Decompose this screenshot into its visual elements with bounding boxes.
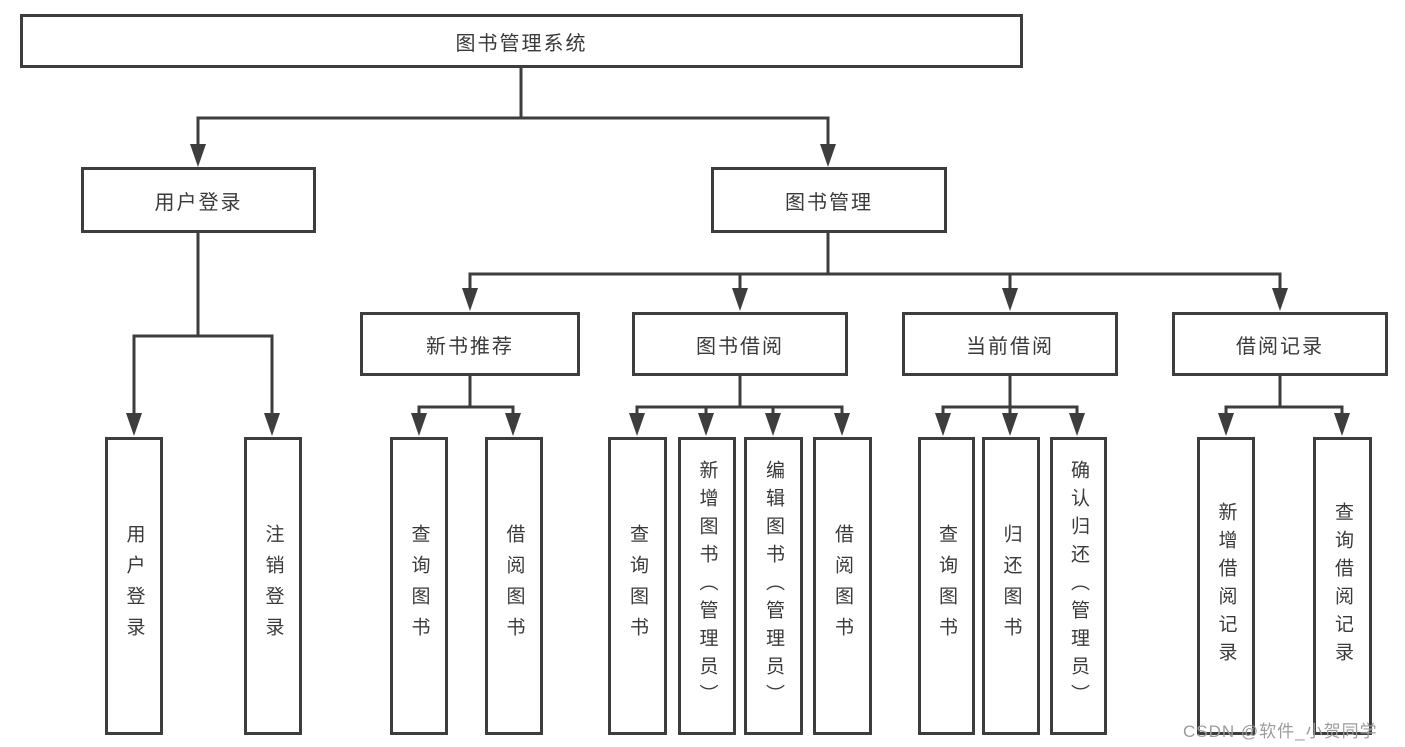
node-current-borrow: 当前借阅	[902, 312, 1118, 376]
node-book-management: 图书管理	[711, 167, 947, 233]
arrowhead	[935, 413, 951, 436]
arrowhead	[820, 144, 836, 167]
leaf-query-book-3: 查询图书	[918, 437, 975, 735]
arrowhead	[1334, 413, 1350, 436]
arrowhead	[1272, 288, 1288, 311]
leaf-add-borrow-record: 新增借阅记录	[1197, 437, 1255, 735]
leaf-query-borrow-record: 查询借阅记录	[1313, 437, 1372, 735]
leaf-add-book-admin-label: 新增图书（管理员）	[696, 460, 718, 712]
leaf-query-borrow-record-label: 查询借阅记录	[1332, 502, 1353, 670]
leaf-add-book-admin: 新增图书（管理员）	[678, 437, 736, 735]
leaf-logout: 注销登录	[244, 437, 302, 735]
leaf-edit-book-admin-label: 编辑图书（管理员）	[763, 460, 784, 712]
node-book-borrow: 图书借阅	[632, 312, 848, 376]
leaf-confirm-return-admin: 确认归还（管理员）	[1050, 437, 1107, 735]
arrowhead	[1069, 413, 1085, 436]
leaf-query-book-2: 查询图书	[608, 437, 667, 735]
node-user-login-label: 用户登录	[154, 191, 243, 214]
node-book-management-label: 图书管理	[785, 191, 873, 214]
leaf-borrow-book-2: 借阅图书	[813, 437, 872, 735]
node-new-book-recommend: 新书推荐	[360, 312, 580, 376]
leaf-user-login: 用户登录	[105, 437, 163, 735]
arrowhead	[1218, 413, 1234, 436]
node-book-borrow-label: 图书借阅	[696, 335, 784, 358]
leaf-edit-book-admin: 编辑图书（管理员）	[744, 437, 803, 735]
leaf-borrow-book-2-label: 借阅图书	[832, 524, 853, 648]
csdn-watermark: CSDN @软件_小贺同学	[1183, 722, 1378, 741]
leaf-borrow-book-1-label: 借阅图书	[503, 524, 525, 648]
leaf-query-book-3-label: 查询图书	[936, 524, 957, 648]
leaf-query-book-2-label: 查询图书	[627, 524, 648, 648]
node-new-book-recommend-label: 新书推荐	[426, 335, 514, 358]
arrowhead	[732, 288, 748, 311]
arrowhead	[698, 413, 714, 436]
arrowhead	[126, 413, 142, 436]
leaf-confirm-return-admin-label: 确认归还（管理员）	[1068, 460, 1089, 712]
leaf-user-login-label: 用户登录	[123, 524, 145, 648]
leaf-query-book-1-label: 查询图书	[408, 524, 430, 648]
arrowhead	[1002, 413, 1018, 436]
leaf-borrow-book-1: 借阅图书	[485, 437, 543, 735]
node-borrow-record-label: 借阅记录	[1236, 335, 1324, 358]
node-borrow-record: 借阅记录	[1172, 312, 1388, 376]
arrowhead	[411, 413, 427, 436]
leaf-return-book-label: 归还图书	[1000, 524, 1022, 648]
arrowheads	[126, 144, 1350, 436]
leaf-add-borrow-record-label: 新增借阅记录	[1215, 502, 1237, 670]
arrowhead	[629, 413, 645, 436]
leaf-return-book: 归还图书	[982, 437, 1040, 735]
leaf-query-book-1: 查询图书	[390, 437, 448, 735]
arrowhead	[834, 413, 850, 436]
arrowhead	[264, 413, 280, 436]
node-root: 图书管理系统	[20, 14, 1023, 68]
node-user-login: 用户登录	[81, 167, 316, 233]
node-root-label: 图书管理系统	[455, 32, 588, 55]
arrowhead	[1002, 288, 1018, 311]
arrowhead	[462, 288, 478, 311]
arrowhead	[190, 144, 206, 167]
leaf-logout-label: 注销登录	[262, 524, 284, 648]
arrowhead	[505, 413, 521, 436]
node-current-borrow-label: 当前借阅	[966, 335, 1054, 358]
arrowhead	[765, 413, 781, 436]
tree-edges	[132, 68, 1344, 414]
